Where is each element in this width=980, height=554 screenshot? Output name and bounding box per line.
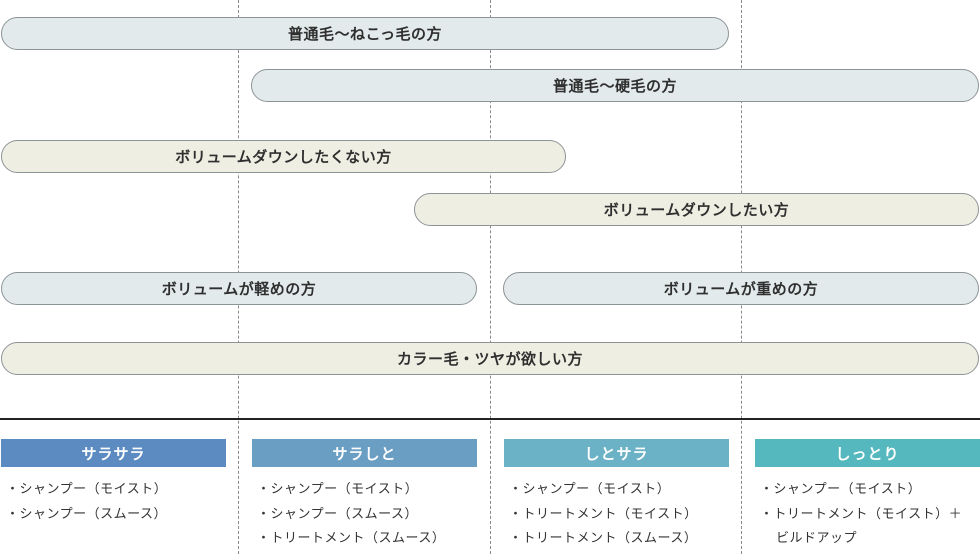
category-header-shittori: しっとり	[755, 439, 980, 467]
product-item: ・シャンプー（スムース）	[6, 506, 167, 522]
hair-type-pill-heavy-volume: ボリュームが重めの方	[503, 272, 979, 305]
product-item: ・シャンプー（モイスト）	[760, 482, 922, 497]
hair-type-pill-color: カラー毛・ツヤが欲しい方	[1, 342, 979, 375]
category-header-shitosara: しとサラ	[504, 439, 729, 467]
section-divider	[0, 418, 980, 420]
category-header-sarasara: サラサラ	[1, 439, 226, 467]
hair-type-pill-light-volume: ボリュームが軽めの方	[1, 272, 477, 305]
category-title: しとサラ	[584, 444, 649, 463]
product-item: ・シャンプー（モイスト）	[257, 482, 419, 497]
product-item: ・トリートメント（スムース）	[257, 531, 446, 546]
product-item-continued: ビルドアップ	[760, 527, 962, 552]
product-item: ・シャンプー（スムース）	[257, 506, 418, 522]
product-list-shittori: ・シャンプー（モイスト） ・トリートメント（モイスト）＋ ビルドアップ	[760, 478, 962, 552]
product-item: ・シャンプー（モイスト）	[6, 482, 168, 497]
product-item: ・シャンプー（モイスト）	[509, 482, 671, 497]
category-header-sarashito: サラしと	[252, 439, 477, 467]
pill-label: ボリュームが重めの方	[663, 280, 819, 298]
pill-label: ボリュームが軽めの方	[161, 280, 317, 298]
hair-type-pill-keep-volume: ボリュームダウンしたくない方	[1, 140, 566, 173]
column-divider	[490, 0, 491, 554]
category-title: サラサラ	[81, 444, 146, 463]
product-list-sarasara: ・シャンプー（モイスト） ・シャンプー（スムース）	[6, 478, 167, 527]
product-item-continuation: ビルドアップ	[776, 531, 858, 546]
category-title: しっとり	[835, 444, 900, 463]
product-item: ・トリートメント（スムース）	[509, 531, 698, 546]
pill-label: 普通毛〜硬毛の方	[552, 77, 677, 95]
product-item: ・トリートメント（モイスト）＋	[760, 506, 963, 522]
pill-label: 普通毛〜ねこっ毛の方	[288, 25, 442, 43]
pill-label: ボリュームダウンしたくない方	[175, 148, 392, 166]
pill-label: ボリュームダウンしたい方	[603, 201, 790, 219]
category-title: サラしと	[332, 444, 397, 463]
product-list-sarashito: ・シャンプー（モイスト） ・シャンプー（スムース） ・トリートメント（スムース）	[257, 478, 445, 552]
hair-type-pill-fine: 普通毛〜ねこっ毛の方	[1, 17, 729, 50]
product-item: ・トリートメント（モイスト）	[509, 506, 698, 522]
hair-type-pill-coarse: 普通毛〜硬毛の方	[251, 69, 979, 102]
product-list-shitosara: ・シャンプー（モイスト） ・トリートメント（モイスト） ・トリートメント（スムー…	[509, 478, 698, 552]
hair-type-pill-reduce-volume: ボリュームダウンしたい方	[414, 193, 979, 226]
pill-label: カラー毛・ツヤが欲しい方	[396, 350, 583, 368]
